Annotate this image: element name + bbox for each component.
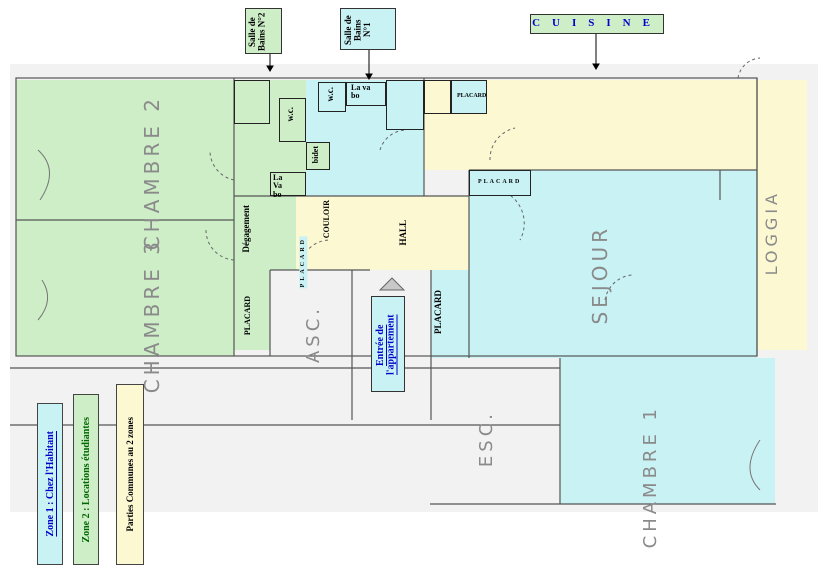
sejour-label: SEJOUR bbox=[588, 225, 612, 325]
cuisine-callout: CUISINE bbox=[530, 14, 664, 34]
placard-right-label: PLACARD bbox=[433, 290, 443, 334]
chambre-1-label: CHAMBRE 1 bbox=[640, 405, 661, 549]
shower-1-box bbox=[386, 80, 424, 130]
salle-bains-1-text: Salle de Bains N°1 bbox=[343, 15, 372, 45]
legend-zone1-text: Zone 1 : Chez l'Habitant bbox=[44, 431, 56, 537]
loggia-label: LOGGIA bbox=[762, 190, 781, 276]
lavabo-1-label: La va bo bbox=[351, 83, 371, 101]
common-loggia bbox=[757, 80, 807, 350]
placard-couloir-label: PLACARD bbox=[299, 236, 308, 289]
common-couloir bbox=[296, 196, 370, 270]
legend-zone2-text: Zone 2 : Locations étudiantes bbox=[80, 416, 92, 543]
cuisine-text: CUISINE bbox=[532, 17, 662, 29]
sink-kitchen-box bbox=[424, 80, 451, 114]
couloir-label: COULOIR bbox=[322, 200, 331, 239]
legend-zone1: Zone 1 : Chez l'Habitant bbox=[37, 403, 63, 565]
zone1-chambre-1 bbox=[560, 358, 775, 504]
esc-label: ESC. bbox=[476, 410, 497, 468]
lavabo-1-box: La va bo bbox=[346, 82, 386, 106]
zone2-chambre-2-3 bbox=[16, 80, 234, 356]
placard-left-label: PLACARD bbox=[243, 296, 252, 336]
bidet-label: bidet bbox=[311, 146, 320, 164]
lavabo-2-label: La Va bo bbox=[273, 173, 283, 199]
chambre-2-label: CHAMBRE 2 bbox=[140, 95, 164, 251]
wc-small-label: w.c. bbox=[285, 107, 295, 122]
degagement-label: Dégagement bbox=[241, 205, 251, 253]
legend-common-text: Parties Communes au 2 zones bbox=[125, 417, 135, 532]
bidet-box: bidet bbox=[306, 142, 330, 170]
entree-text: Entrée de l'appartement bbox=[375, 314, 397, 376]
placard-kitchen-box: PLACARD bbox=[451, 80, 487, 114]
placard-hall-box: PLACARD bbox=[469, 170, 531, 196]
salle-bains-2-text: Salle de Bains N°2 bbox=[247, 12, 267, 52]
legend-common: Parties Communes au 2 zones bbox=[116, 384, 144, 565]
hall-label: HALL bbox=[398, 220, 408, 246]
wc-small-box: w.c. bbox=[279, 98, 306, 142]
zone1-placard-hall bbox=[431, 270, 469, 358]
bath-2-box bbox=[234, 80, 270, 124]
asc-label: ASC. bbox=[303, 305, 324, 364]
entree-label: Entrée de l'appartement bbox=[371, 296, 405, 392]
zone2-degagement-placard bbox=[234, 270, 270, 350]
chambre-3-label: CHAMBRE 3 bbox=[140, 238, 164, 394]
legend-zone2: Zone 2 : Locations étudiantes bbox=[73, 394, 99, 565]
common-hall bbox=[370, 196, 469, 270]
wc-main-box: w.c. bbox=[318, 82, 346, 112]
placard-hall-label: PLACARD bbox=[478, 179, 522, 185]
placard-kitchen-label: PLACARD bbox=[457, 93, 487, 99]
salle-bains-1-callout: Salle de Bains N°1 bbox=[340, 8, 396, 50]
salle-bains-2-callout: Salle de Bains N°2 bbox=[245, 8, 282, 54]
lavabo-2-box: La Va bo bbox=[270, 172, 306, 199]
wc-main-label: w.c. bbox=[325, 87, 335, 102]
